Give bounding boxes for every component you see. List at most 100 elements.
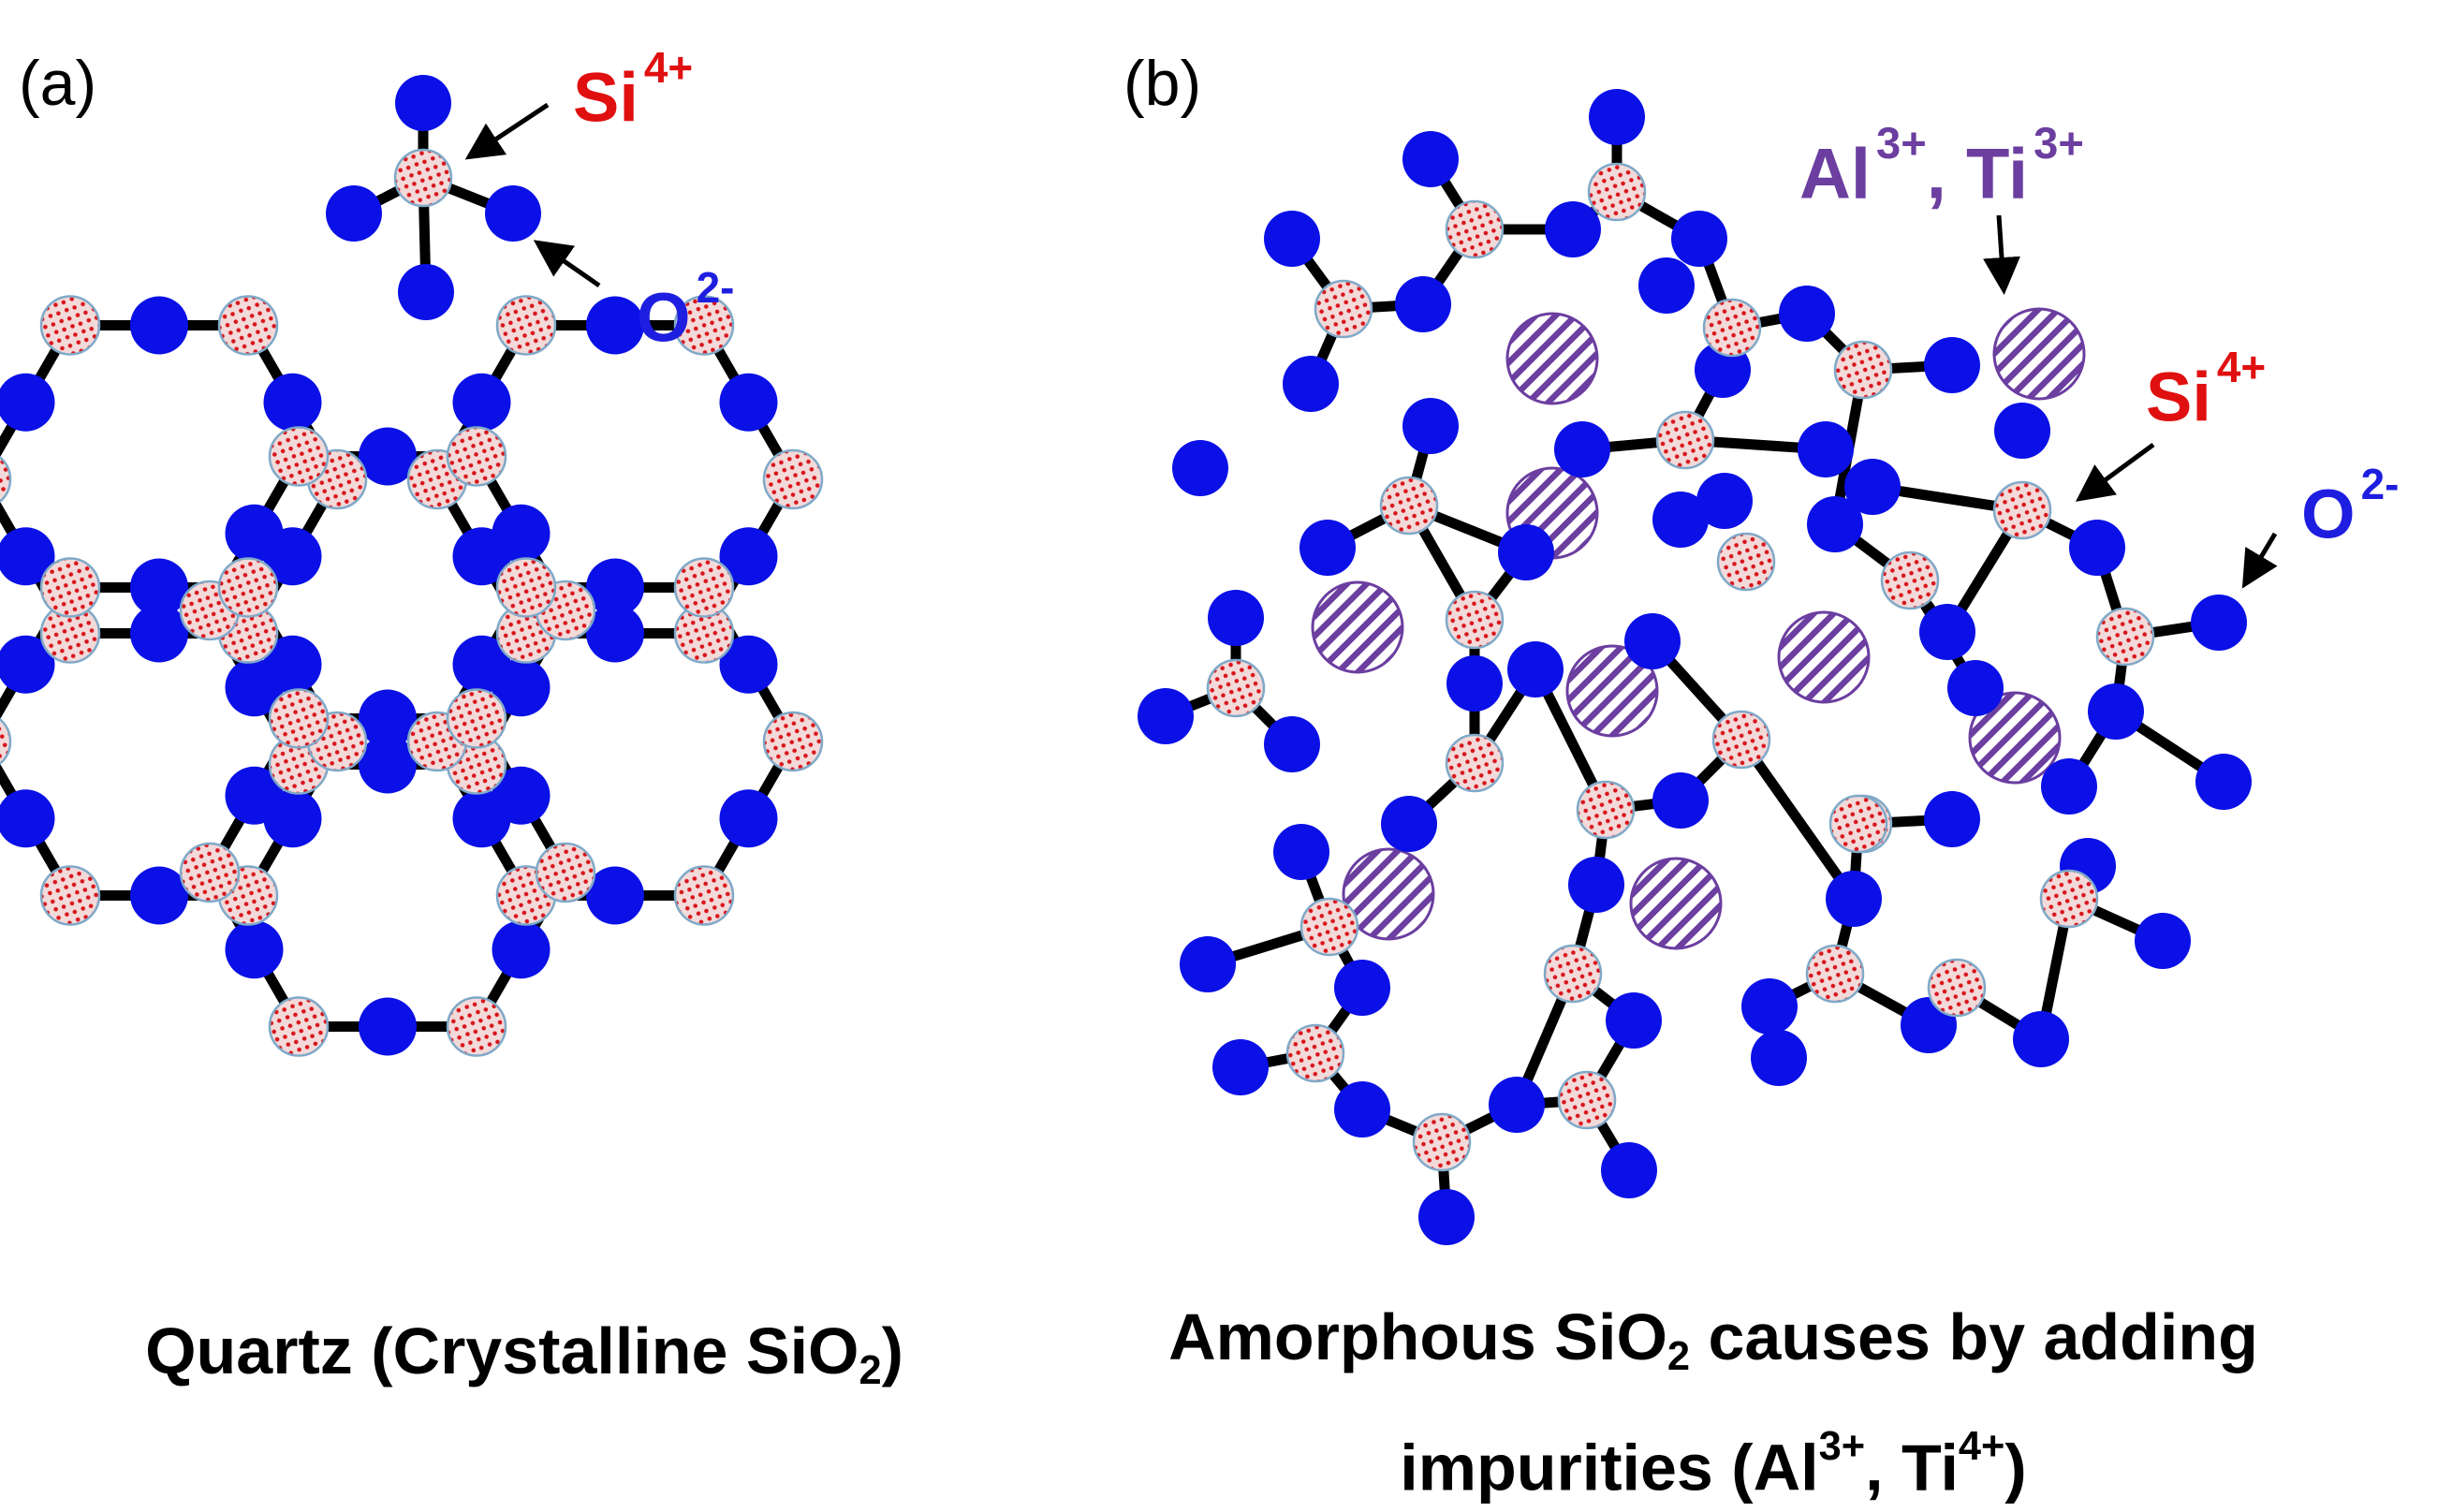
si-charge-b: 4+ [2216,343,2267,391]
silicon-atom-icon [268,996,330,1057]
oxygen-atom-icon [492,766,551,825]
silicon-atom-icon [1828,794,1888,854]
silicon-atom-icon [217,295,279,356]
ti-charge: 3+ [2034,118,2084,168]
oxygen-atom-icon [1208,590,1264,646]
silicon-atom-icon [0,717,12,766]
silicon-atom-icon [1379,476,1439,536]
oxygen-atom-icon [1446,655,1503,712]
silicon-atom-icon [39,557,101,618]
al-symbol: Al [1799,134,1871,214]
oxygen-atom-icon [359,689,417,748]
oxygen-atom-icon [359,427,417,486]
silicon-atom-icon [268,426,330,487]
oxygen-atom-icon [719,789,778,848]
oxygen-atom-icon [1844,459,1901,515]
oxygen-atom-icon [1334,960,1390,1016]
silicon-atom-icon [1880,550,1940,610]
oxygen-atom-icon [359,997,417,1056]
oxygen-atom-icon [1638,257,1695,314]
impurity-atom-icon [1968,691,2062,785]
silicon-atom-icon [39,865,101,926]
silicon-atom-icon [1285,1023,1345,1083]
al-charge: 3+ [1876,118,1927,168]
oxygen-atom-icon [1264,211,1320,267]
oxygen-atom-icon [1299,520,1356,576]
silicon-atom-icon [217,557,279,618]
impurity-atom-icon [1342,847,1435,941]
si-symbol: Si [573,58,639,137]
oxygen-atom-icon [2191,595,2247,651]
pointer-arrow [464,102,550,160]
oxygen-atom-icon [1624,613,1681,669]
impurity-layer [1311,307,2086,950]
oxygen-atom-icon [492,504,551,563]
oxygen-atom-icon [225,504,284,563]
oxygen-atom-icon [1334,1081,1390,1138]
o-symbol: O [637,278,691,357]
oxygen-atom-icon [2041,758,2097,815]
oxygen-atom-icon [225,766,284,825]
oxygen-atom-icon [1212,1039,1269,1095]
oxygen-atom-icon [1826,871,1882,927]
oxygen-atom-icon [452,373,511,432]
pointer-arrow [2241,532,2278,589]
oxygen-atom-icon [263,635,322,694]
silicon-atom-icon [1655,410,1715,470]
impurity-atom-icon [1777,610,1871,704]
oxygen-atom-icon [719,527,778,586]
atom-layer [0,75,2252,1245]
oxygen-atom-icon [1273,824,1329,880]
oxygen-atom-icon [492,920,551,979]
silicon-atom-icon [393,148,453,208]
oxygen-atom-icon [1601,1142,1657,1198]
silicon-atom-icon [673,557,735,618]
silicon-atom-icon [1206,658,1266,718]
oxygen-atom-icon [130,866,188,925]
pointer-arrow [2075,442,2155,502]
silicon-atom-icon [179,842,241,903]
silicon-atom-icon [446,426,507,487]
oxygen-atom-icon [1924,791,1980,847]
silicon-atom-icon [1412,1112,1472,1172]
oxygen-atom-icon [0,635,55,694]
silicon-atom-icon [1557,1070,1617,1130]
oxygen-atom-icon [0,527,55,586]
oxygen-atom-icon [1924,337,1980,393]
oxygen-atom-icon [1381,796,1437,852]
oxygen-atom-icon [485,185,541,242]
silicon-atom-icon [1927,958,1987,1018]
oxygen-atom-icon [1283,356,1339,412]
pointer-arrow [1983,214,2020,295]
silicon-atom-icon [1833,340,1893,400]
oxygen-atom-icon [1402,131,1459,187]
oxygen-atom-icon [1545,201,1601,257]
o-symbol-b: O [2301,475,2356,553]
silicon-atom-icon [1587,162,1647,222]
panel-a-label: (a) [19,48,97,119]
oxygen-atom-icon [1671,211,1727,267]
impurity-atom-icon [1565,644,1659,738]
oxygen-atom-icon [1696,473,1753,529]
ti-symbol: , Ti [1926,134,2029,214]
oxygen-atom-icon [2013,1011,2069,1067]
oxygen-atom-icon [452,635,511,694]
oxygen-atom-icon [1741,978,1798,1035]
silicon-atom-icon [1576,780,1636,840]
silicon-atom-icon [0,455,12,504]
oxygen-atom-icon [398,264,454,320]
oxygen-atom-icon [1395,276,1451,332]
silicon-atom-icon [673,865,735,926]
oxygen-atom-icon [1568,857,1624,913]
oxygen-atom-icon [1919,604,1975,660]
arrow-layer [464,102,2278,589]
oxygen-atom-icon [1172,440,1228,496]
bond-layer [0,97,2229,1223]
oxygen-atom-icon [130,296,188,355]
oxygen-atom-icon [586,296,644,355]
oxygen-atom-icon [395,75,451,131]
oxygen-atom-icon [0,373,55,432]
